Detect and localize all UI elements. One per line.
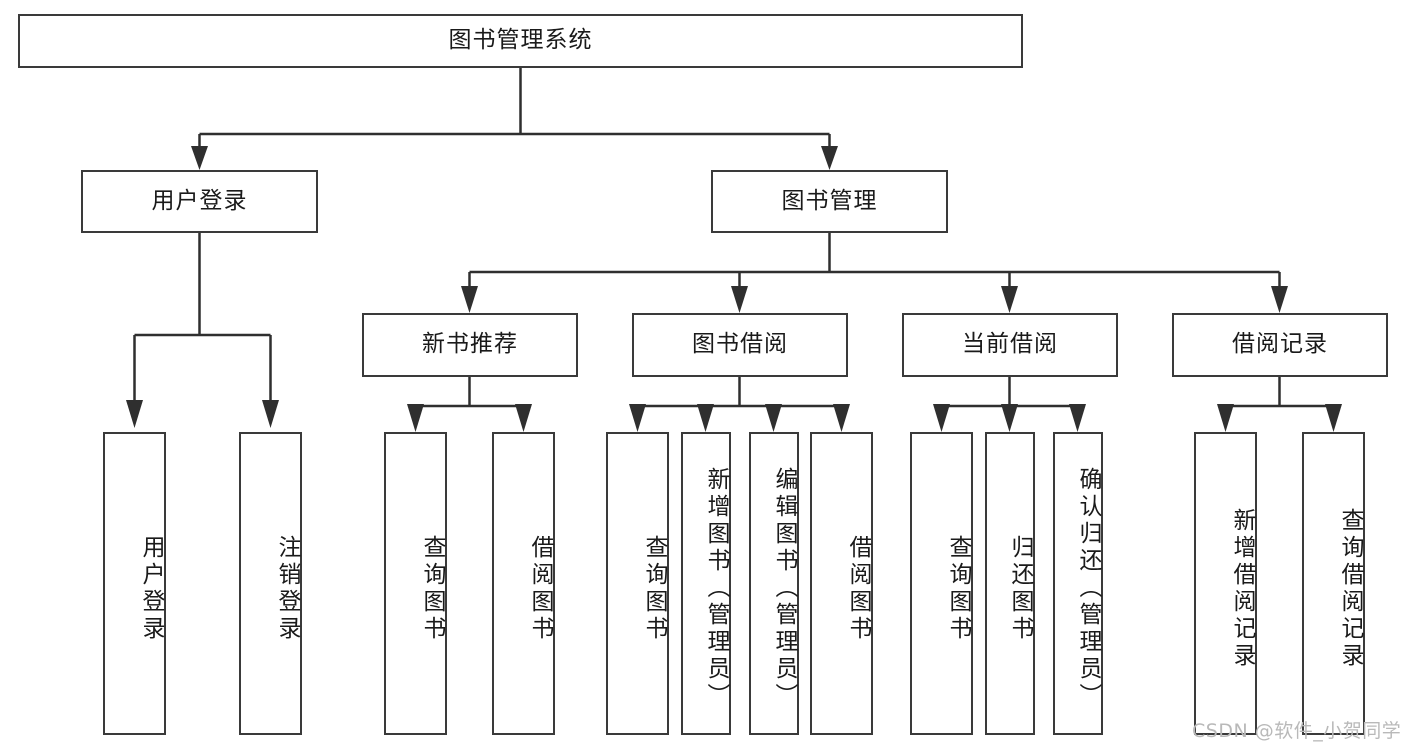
leaf-query-borrow-record-label: 查询借阅记录 [1337,507,1363,670]
leaf-query-book-current-label: 查询图书 [945,534,971,643]
arrowhead-leaf-3 [407,404,424,432]
arrowhead-leaf-7 [765,404,782,432]
arrowhead-leaf-1 [126,400,143,428]
leaf-logout-label: 注销登录 [274,534,300,643]
arrowhead-leaf-13 [1325,404,1342,432]
leaf-edit-book-admin[interactable]: 编辑图书（管理员） [749,432,799,735]
node-root-label: 图书管理系统 [448,27,593,54]
node-user-login-label: 用户登录 [151,187,248,214]
arrowhead-borrow [731,286,748,313]
leaf-query-book-borrow[interactable]: 查询图书 [606,432,669,735]
arrowhead-leaf-10 [1001,404,1018,432]
leaf-edit-book-admin-label: 编辑图书（管理员） [771,467,797,710]
leaf-return-book-label: 归还图书 [1007,534,1033,643]
leaf-user-login[interactable]: 用户登录 [103,432,166,735]
leaf-borrow-book-borrow[interactable]: 借阅图书 [810,432,873,735]
arrowhead-leaf-8 [833,404,850,432]
node-book-borrow-label: 图书借阅 [692,331,788,358]
arrowhead-leaf-4 [515,404,532,432]
leaf-query-book-current[interactable]: 查询图书 [910,432,973,735]
node-current-borrow[interactable]: 当前借阅 [902,313,1118,377]
leaf-add-book-admin-label: 新增图书（管理员） [703,467,729,710]
leaf-borrow-book-borrow-label: 借阅图书 [845,534,871,643]
node-current-borrow-label: 当前借阅 [962,331,1058,358]
arrowhead-leaf-6 [697,404,714,432]
leaf-logout[interactable]: 注销登录 [239,432,302,735]
leaf-user-login-label: 用户登录 [138,534,164,643]
node-book-borrow[interactable]: 图书借阅 [632,313,848,377]
leaf-borrow-book-newbook-label: 借阅图书 [527,534,553,643]
arrowhead-book-mgmt [821,146,838,170]
leaf-borrow-book-newbook[interactable]: 借阅图书 [492,432,555,735]
node-root[interactable]: 图书管理系统 [18,14,1023,68]
leaf-query-book-borrow-label: 查询图书 [641,534,667,643]
node-borrow-record[interactable]: 借阅记录 [1172,313,1388,377]
arrowhead-current [1001,286,1018,313]
node-new-book-recommend[interactable]: 新书推荐 [362,313,578,377]
leaf-confirm-return-admin[interactable]: 确认归还（管理员） [1053,432,1103,735]
arrowhead-leaf-5 [629,404,646,432]
node-book-management-label: 图书管理 [781,187,878,214]
arrowhead-user-login [191,146,208,170]
leaf-add-book-admin[interactable]: 新增图书（管理员） [681,432,731,735]
node-user-login[interactable]: 用户登录 [81,170,318,233]
arrowhead-leaf-12 [1217,404,1234,432]
csdn-watermark: CSDN @软件_小贺同学 [1192,720,1402,742]
arrowhead-leaf-9 [933,404,950,432]
arrowhead-leaf-2 [262,400,279,428]
leaf-return-book[interactable]: 归还图书 [985,432,1035,735]
arrowhead-leaf-11 [1069,404,1086,432]
node-new-book-recommend-label: 新书推荐 [422,331,518,358]
leaf-add-borrow-record[interactable]: 新增借阅记录 [1194,432,1257,735]
node-book-management[interactable]: 图书管理 [711,170,948,233]
leaf-query-borrow-record[interactable]: 查询借阅记录 [1302,432,1365,735]
arrowhead-record [1271,286,1288,313]
leaf-add-borrow-record-label: 新增借阅记录 [1229,507,1255,670]
node-borrow-record-label: 借阅记录 [1232,331,1328,358]
leaf-query-book-newbook-label: 查询图书 [419,534,445,643]
leaf-query-book-newbook[interactable]: 查询图书 [384,432,447,735]
arrowhead-newbook [461,286,478,313]
leaf-confirm-return-admin-label: 确认归还（管理员） [1075,467,1101,710]
